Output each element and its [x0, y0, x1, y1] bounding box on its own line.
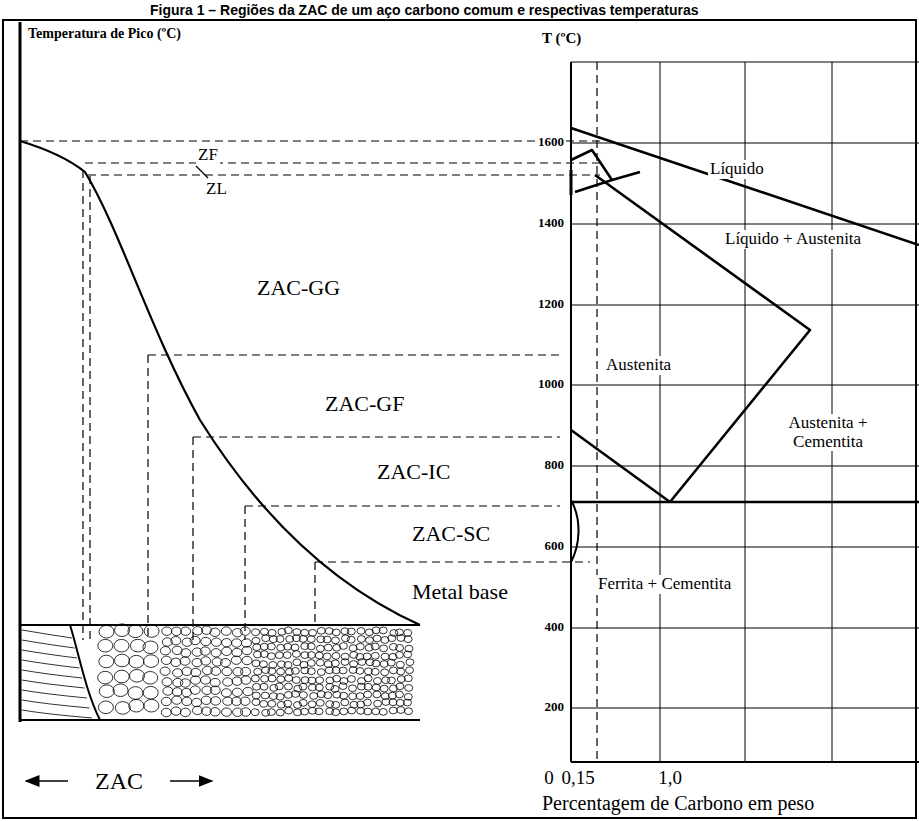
phase-name: Ferrita + Cementita — [596, 575, 733, 594]
zone-name: ZAC — [93, 768, 145, 794]
phase-name: Líquido — [708, 160, 766, 179]
chart-axis — [570, 62, 572, 762]
tick-label: 600 — [543, 539, 567, 553]
tick-label: 0,15 — [559, 768, 596, 789]
zone-lines — [83, 170, 315, 640]
axis-title: T (ºC) — [540, 30, 583, 47]
section-bottom — [20, 719, 420, 721]
phase-name: Austenita — [604, 356, 673, 375]
phase-boundaries — [571, 128, 919, 562]
temperature-axis — [19, 22, 22, 722]
zac-arrow — [26, 780, 68, 782]
axis-title: Percentagem de Carbono em peso — [540, 792, 816, 814]
zone-name: ZAC-IC — [375, 460, 452, 484]
tick-label: 1,0 — [656, 768, 684, 789]
zone-name: ZF — [196, 146, 220, 165]
phase-name: Austenita + Cementita — [781, 414, 875, 451]
tick-label: 800 — [543, 458, 567, 472]
zone-name: ZAC-SC — [410, 522, 492, 546]
tick-label: 1600 — [536, 135, 566, 149]
zac-arrow — [170, 780, 212, 782]
zone-name: ZAC-GG — [255, 276, 342, 300]
tick-label: 1000 — [536, 377, 566, 391]
zone-name: ZAC-GF — [323, 392, 406, 416]
section-top — [20, 624, 420, 626]
leader-line — [196, 166, 208, 178]
tick-label: 1400 — [536, 216, 566, 230]
tick-label: 200 — [543, 700, 567, 714]
figure-title: Figura 1 – Regiões da ZAC de um aço carb… — [150, 2, 699, 18]
zone-name: ZL — [204, 180, 229, 199]
zone-name: Metal base — [410, 580, 510, 604]
fusion-line — [70, 625, 100, 720]
level-lines — [20, 141, 600, 562]
grain-texture — [22, 624, 414, 718]
composition-line — [596, 62, 597, 762]
chart-grid — [571, 62, 919, 762]
peak-temperature-curve — [20, 141, 420, 625]
axis-title: Temperatura de Pico (ºC) — [26, 26, 183, 41]
tick-label: 400 — [543, 620, 567, 634]
frame — [3, 20, 916, 818]
tick-label: 0 — [542, 768, 556, 789]
phase-name: Líquido + Austenita — [723, 230, 863, 249]
tick-label: 1200 — [536, 297, 566, 311]
